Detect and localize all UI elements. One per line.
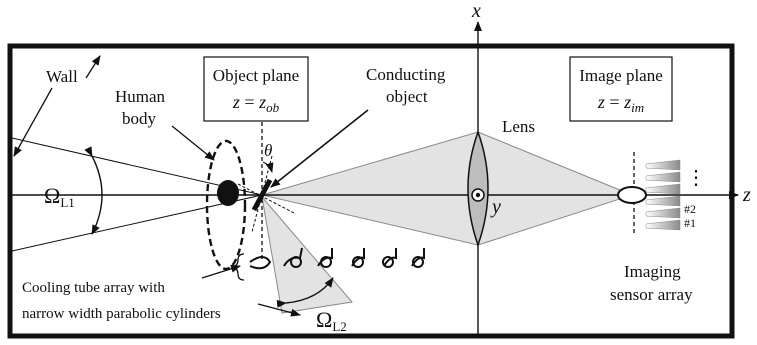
cooling-tube — [317, 248, 333, 267]
sensor-horn — [645, 171, 681, 183]
wall-pointer-left — [13, 87, 53, 157]
cooling-label-line2: narrow width parabolic cylinders — [22, 306, 221, 322]
human-label-line1: Human — [115, 87, 166, 106]
theta-arc — [262, 161, 274, 173]
sensor-horn — [645, 183, 681, 195]
cooling-tube-dot — [290, 256, 302, 268]
human-body-ellipse — [205, 139, 247, 271]
omega-l1-label: ΩL1 — [44, 183, 75, 210]
omega-l2-arc — [276, 277, 334, 308]
object-normal-2 — [251, 155, 273, 233]
wall-label: Wall — [46, 67, 78, 86]
object-beam — [260, 131, 479, 246]
cooling-tube-dot — [352, 256, 364, 268]
focal-spot — [617, 186, 647, 204]
object-plane-equation: z = zob — [232, 92, 280, 115]
human-pointer — [171, 125, 215, 161]
object-plane-title: Object plane — [213, 66, 299, 85]
conducting-label-line1: Conducting — [366, 65, 446, 84]
cooling-tube-dot — [412, 256, 424, 268]
omega-l2-wedge — [261, 195, 353, 314]
x-axis-label: x — [471, 0, 481, 22]
y-axis-label: y — [490, 196, 501, 218]
image-beam — [477, 131, 634, 246]
human-label-line2: body — [122, 109, 157, 128]
sensor-horn — [645, 207, 681, 219]
omega-l2-label: ΩL2 — [316, 307, 347, 334]
cooling-tube-dot — [320, 256, 332, 268]
wall-pointer-top — [85, 55, 101, 79]
cooling-label-line1: Cooling tube array with — [22, 280, 165, 296]
object-normal-1 — [237, 183, 297, 215]
theta-label: θ — [264, 141, 272, 160]
sensor-label-1: #1 — [684, 216, 696, 230]
z-axis-label: z — [742, 184, 751, 206]
cooling-pointer-1 — [201, 264, 241, 279]
imaging-sensor-array — [645, 159, 681, 231]
image-plane-title: Image plane — [579, 66, 663, 85]
sensor-horn — [645, 159, 681, 171]
human-body-core — [217, 180, 239, 206]
sensor-horn — [645, 219, 681, 231]
cooling-pointer-2 — [257, 303, 301, 317]
image-plane-box — [569, 56, 673, 122]
imaging-label-line1: Imaging — [624, 262, 681, 281]
cooling-tube-array — [249, 247, 425, 270]
imaging-label-line2: sensor array — [610, 285, 693, 304]
sensor-horn — [645, 195, 681, 207]
sensor-label-2: #2 — [684, 202, 696, 216]
y-axis-dot — [475, 192, 481, 198]
object-plane-box — [203, 56, 309, 122]
sensor-dots: ⋮ — [686, 167, 706, 189]
omega-l1-arc — [84, 146, 103, 235]
cooling-tube-dot — [382, 256, 394, 268]
conducting-label-line2: object — [386, 87, 428, 106]
conducting-pointer — [270, 109, 369, 188]
image-plane-equation: z = zim — [597, 92, 644, 115]
lens-label: Lens — [502, 117, 535, 136]
cooling-tube — [249, 256, 272, 270]
